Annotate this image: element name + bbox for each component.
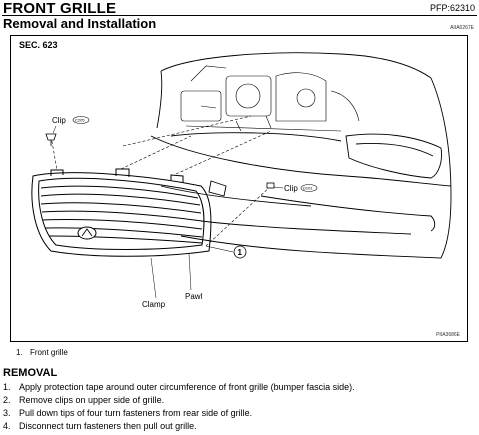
removal-step: 1. Apply protection tape around outer cir… bbox=[3, 381, 355, 394]
clip-right-part bbox=[266, 182, 275, 189]
step-text: Remove clips on upper side of grille. bbox=[19, 395, 165, 405]
clamp-label: Clamp bbox=[142, 300, 166, 309]
step-text: Apply protection tape around outer circu… bbox=[19, 382, 355, 392]
section-label: SEC. 623 bbox=[19, 40, 58, 50]
removal-step: 3. Pull down tips of four turn fasteners … bbox=[3, 407, 355, 420]
clip-top-leader bbox=[52, 125, 57, 134]
clip-right-ref-badge bbox=[300, 184, 318, 192]
step-text: Disconnect turn fasteners then pull out … bbox=[19, 421, 197, 431]
illustration-frame: Clip C205 Clip D101 1 Clamp Pawl SEC. 62… bbox=[10, 35, 468, 342]
clip-top-part bbox=[45, 133, 57, 146]
part-family-code: PFP:62310 bbox=[429, 3, 475, 13]
legend-num: 1. bbox=[16, 348, 23, 357]
step-number: 3. bbox=[3, 408, 11, 418]
title-rule bbox=[2, 15, 477, 16]
alignment-dashed-lines bbox=[50, 115, 272, 247]
removal-steps: 1. Apply protection tape around outer cir… bbox=[3, 381, 355, 433]
removal-step: 2. Remove clips on upper side of grille. bbox=[3, 394, 355, 407]
clip-top-label: Clip bbox=[52, 116, 66, 125]
figure-code-top: AIIA0267E bbox=[450, 25, 474, 31]
step-number: 1. bbox=[3, 382, 11, 392]
clamp-leader bbox=[150, 257, 157, 299]
infiniti-emblem bbox=[77, 226, 97, 240]
page-title: FRONT GRILLE bbox=[3, 0, 117, 17]
engine-bay-details bbox=[180, 65, 360, 132]
clip-top-ref: C205 bbox=[75, 118, 85, 123]
figure-legend: 1. Front grille bbox=[16, 348, 68, 357]
clip-top-ref-badge bbox=[72, 116, 90, 124]
step-number: 4. bbox=[3, 421, 11, 431]
clip-right-ref: D101 bbox=[303, 186, 313, 191]
pawl-label: Pawl bbox=[185, 292, 203, 301]
removal-step: 4. Disconnect turn fasteners then pull ou… bbox=[3, 420, 355, 433]
clip-right-leader bbox=[273, 186, 284, 189]
part-number-leader bbox=[205, 245, 234, 253]
part-number-circle bbox=[233, 245, 247, 259]
part-number-label: 1 bbox=[238, 248, 243, 257]
step-text: Pull down tips of four turn fasteners fr… bbox=[19, 408, 253, 418]
front-grille bbox=[31, 168, 212, 257]
section-title: Removal and Installation bbox=[3, 16, 157, 31]
car-front-outline bbox=[150, 52, 452, 259]
pawl-leader bbox=[188, 253, 192, 291]
legend-text: Front grille bbox=[30, 348, 68, 357]
step-number: 2. bbox=[3, 395, 11, 405]
grille-illustration: Clip C205 Clip D101 1 Clamp Pawl bbox=[31, 52, 452, 309]
clip-right-label: Clip bbox=[284, 184, 298, 193]
figure-code-bottom: PIIA3686E bbox=[436, 332, 460, 338]
removal-heading: REMOVAL bbox=[3, 367, 58, 379]
